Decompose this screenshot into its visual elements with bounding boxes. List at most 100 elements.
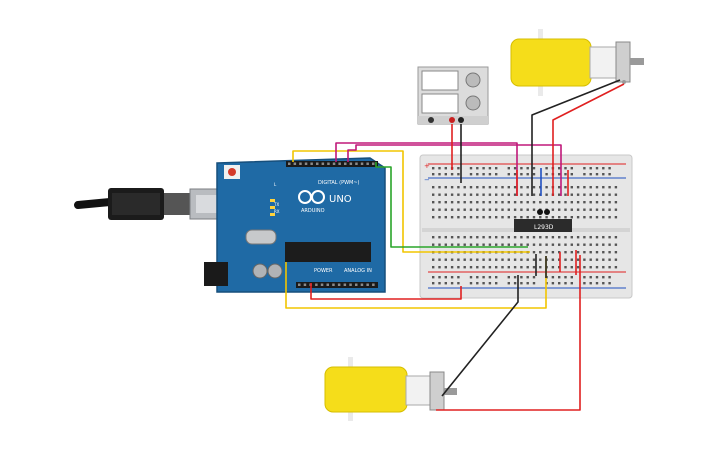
breadboard-hole[interactable]: [614, 186, 618, 189]
breadboard-hole[interactable]: [457, 186, 460, 189]
breadboard-hole[interactable]: [520, 276, 523, 279]
breadboard-hole[interactable]: [539, 258, 542, 261]
breadboard-hole[interactable]: [595, 251, 599, 254]
breadboard-hole[interactable]: [495, 258, 498, 261]
header-pin[interactable]: [298, 283, 301, 287]
breadboard-hole[interactable]: [570, 266, 573, 269]
breadboard-hole[interactable]: [513, 258, 517, 261]
breadboard-hole[interactable]: [595, 276, 599, 279]
breadboard-hole[interactable]: [438, 236, 441, 239]
header-pin[interactable]: [337, 283, 341, 287]
breadboard-hole[interactable]: [450, 193, 454, 196]
breadboard-hole[interactable]: [551, 276, 555, 279]
breadboard-hole[interactable]: [570, 201, 573, 204]
breadboard-hole[interactable]: [482, 186, 485, 189]
breadboard-hole[interactable]: [589, 201, 592, 204]
breadboard-hole[interactable]: [570, 193, 573, 196]
breadboard-hole[interactable]: [608, 276, 611, 279]
breadboard-hole[interactable]: [583, 266, 586, 269]
header-pin[interactable]: [303, 283, 307, 287]
breadboard-hole[interactable]: [602, 193, 605, 196]
breadboard-hole[interactable]: [501, 208, 504, 211]
breadboard-hole[interactable]: [507, 236, 510, 239]
breadboard-hole[interactable]: [564, 236, 567, 239]
breadboard-hole[interactable]: [558, 216, 561, 219]
breadboard-hole[interactable]: [545, 201, 548, 204]
breadboard-hole[interactable]: [570, 173, 573, 176]
breadboard-hole[interactable]: [602, 208, 605, 211]
breadboard-hole[interactable]: [476, 167, 479, 170]
breadboard-hole[interactable]: [608, 282, 611, 285]
breadboard-hole[interactable]: [463, 236, 466, 239]
breadboard-hole[interactable]: [570, 251, 573, 254]
breadboard-hole[interactable]: [513, 236, 517, 239]
breadboard-hole[interactable]: [589, 216, 592, 219]
breadboard-hole[interactable]: [520, 282, 523, 285]
breadboard-hole[interactable]: [576, 236, 580, 239]
breadboard-hole[interactable]: [450, 208, 454, 211]
breadboard-hole[interactable]: [589, 186, 592, 189]
breadboard-hole[interactable]: [495, 186, 498, 189]
breadboard-hole[interactable]: [432, 173, 435, 176]
breadboard-hole[interactable]: [444, 186, 447, 189]
breadboard-hole[interactable]: [608, 216, 611, 219]
breadboard-hole[interactable]: [488, 266, 492, 269]
breadboard-hole[interactable]: [576, 258, 580, 261]
breadboard-hole[interactable]: [507, 208, 510, 211]
breadboard-hole[interactable]: [507, 167, 510, 170]
breadboard-hole[interactable]: [564, 282, 567, 285]
breadboard-hole[interactable]: [438, 173, 441, 176]
breadboard-hole[interactable]: [488, 258, 492, 261]
breadboard-hole[interactable]: [583, 193, 586, 196]
breadboard-hole[interactable]: [432, 258, 435, 261]
breadboard-hole[interactable]: [608, 236, 611, 239]
breadboard-hole[interactable]: [558, 276, 561, 279]
breadboard-hole[interactable]: [595, 173, 599, 176]
breadboard-hole[interactable]: [576, 201, 580, 204]
breadboard-hole[interactable]: [539, 251, 542, 254]
breadboard-hole[interactable]: [432, 282, 435, 285]
breadboard-hole[interactable]: [595, 216, 599, 219]
breadboard-hole[interactable]: [583, 282, 586, 285]
power-supply[interactable]: [417, 66, 489, 125]
breadboard-hole[interactable]: [589, 193, 592, 196]
breadboard-hole[interactable]: [558, 243, 561, 246]
breadboard-hole[interactable]: [482, 208, 485, 211]
breadboard-hole[interactable]: [507, 186, 510, 189]
breadboard-hole[interactable]: [583, 208, 586, 211]
breadboard-hole[interactable]: [457, 266, 460, 269]
breadboard-hole[interactable]: [539, 201, 542, 204]
breadboard-hole[interactable]: [570, 208, 573, 211]
breadboard-hole[interactable]: [570, 236, 573, 239]
breadboard-hole[interactable]: [520, 236, 523, 239]
breadboard-hole[interactable]: [526, 243, 529, 246]
breadboard-hole[interactable]: [608, 201, 611, 204]
breadboard-hole[interactable]: [595, 243, 599, 246]
breadboard-hole[interactable]: [602, 282, 605, 285]
breadboard-hole[interactable]: [526, 193, 529, 196]
breadboard-hole[interactable]: [520, 173, 523, 176]
breadboard-hole[interactable]: [463, 258, 466, 261]
breadboard-hole[interactable]: [463, 266, 466, 269]
breadboard-hole[interactable]: [450, 243, 454, 246]
breadboard-hole[interactable]: [520, 208, 523, 211]
breadboard-hole[interactable]: [558, 208, 561, 211]
wires[interactable]: [285, 79, 625, 411]
header-pin[interactable]: [360, 283, 364, 287]
breadboard-hole[interactable]: [450, 258, 454, 261]
breadboard-hole[interactable]: [432, 216, 435, 219]
breadboard-hole[interactable]: [482, 276, 485, 279]
breadboard-hole[interactable]: [532, 266, 536, 269]
breadboard-hole[interactable]: [463, 186, 466, 189]
breadboard-hole[interactable]: [526, 201, 529, 204]
breadboard-hole[interactable]: [570, 243, 573, 246]
breadboard-hole[interactable]: [482, 201, 485, 204]
breadboard-hole[interactable]: [532, 282, 536, 285]
breadboard-hole[interactable]: [532, 201, 536, 204]
breadboard-hole[interactable]: [432, 243, 435, 246]
breadboard-hole[interactable]: [444, 208, 447, 211]
breadboard-hole[interactable]: [457, 201, 460, 204]
breadboard-hole[interactable]: [589, 173, 592, 176]
breadboard-hole[interactable]: [614, 193, 618, 196]
breadboard-hole[interactable]: [476, 236, 479, 239]
